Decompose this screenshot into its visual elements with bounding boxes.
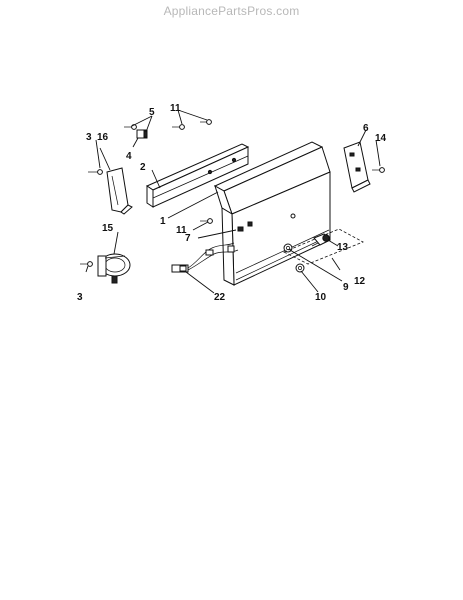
end-cap-part-16	[106, 167, 133, 215]
screw-part-14	[372, 167, 385, 173]
rear-bracket-part-2	[145, 143, 250, 208]
callout-labels: 1 2 3 3 4 5 6 7 9 10 11 11 12 13 14 15 1…	[77, 103, 387, 303]
callout-22: 22	[214, 292, 226, 303]
callout-14: 14	[375, 133, 387, 144]
callout-1: 1	[160, 216, 166, 227]
clip-part-4	[136, 129, 148, 139]
callout-11-upper: 11	[170, 103, 181, 114]
callout-2: 2	[140, 162, 146, 173]
wire-harness-part-22	[171, 242, 239, 273]
callout-9: 9	[343, 282, 349, 293]
callout-13: 13	[337, 242, 349, 253]
screw-part-5	[124, 124, 137, 130]
nut-part-10	[295, 263, 305, 273]
callout-11-lower: 11	[176, 225, 187, 236]
screw-part-3-lower	[80, 261, 93, 267]
leader-lines	[85, 109, 381, 294]
console-panel-part-1	[213, 141, 331, 286]
callout-15: 15	[102, 223, 114, 234]
callout-7: 7	[185, 233, 191, 244]
switch-part-15	[97, 253, 131, 284]
watermark: AppliancePartsPros.com	[163, 4, 300, 18]
screw-part-11-lower	[200, 218, 213, 224]
end-cap-part-6	[343, 141, 371, 193]
callout-3-lower: 3	[77, 292, 83, 303]
callout-6: 6	[363, 123, 369, 134]
screw-part-11-upper	[172, 119, 212, 130]
callout-12: 12	[354, 276, 366, 287]
callout-3-upper: 3	[86, 132, 92, 143]
screw-part-3-upper	[88, 169, 103, 175]
callout-16: 16	[97, 132, 109, 143]
callout-10: 10	[315, 292, 327, 303]
callout-4: 4	[126, 151, 132, 162]
callout-5: 5	[149, 107, 155, 118]
knob-assembly-part-12	[283, 228, 364, 265]
